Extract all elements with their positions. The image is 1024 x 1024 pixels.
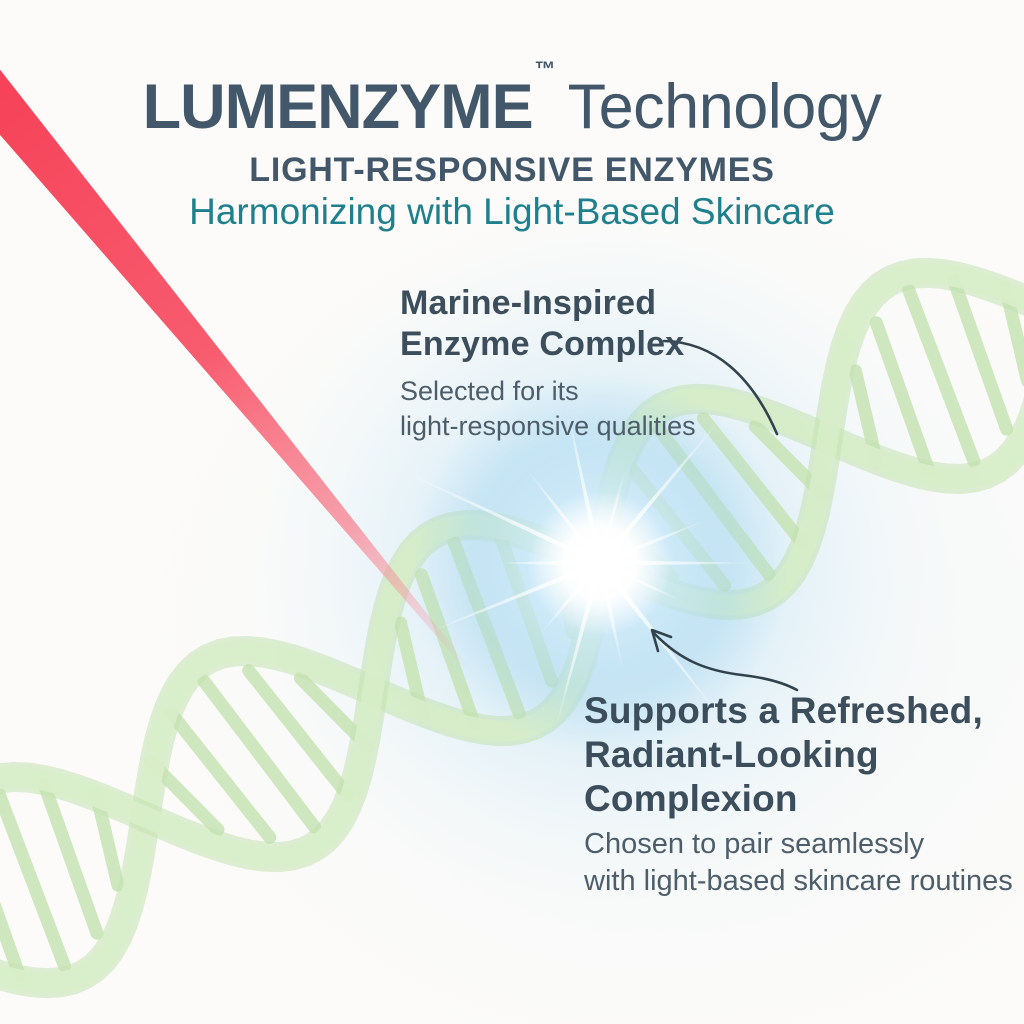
annotation-supports-title-line2: Radiant-Looking xyxy=(584,734,879,775)
dna-rung xyxy=(0,820,27,983)
annotation-supports-body: Chosen to pair seamlessly with light-bas… xyxy=(584,826,1013,900)
dna-rung xyxy=(869,316,936,479)
annotation-marine-body-line1: Selected for its xyxy=(400,376,579,406)
annotation-supports-title-line1: Supports a Refreshed, xyxy=(584,690,983,731)
annotation-supports-title-line3: Complexion xyxy=(584,778,798,819)
title-suffix: Technology xyxy=(567,72,882,142)
arrowhead-icon xyxy=(650,628,673,653)
annotation-marine-title-line1: Marine-Inspired xyxy=(400,284,657,322)
brand-name: LUMENZYME xyxy=(142,72,534,142)
annotation-marine: Marine-Inspired Enzyme Complex Selected … xyxy=(400,283,696,444)
dna-rung xyxy=(0,787,71,973)
annotation-marine-body-line2: light-responsive qualities xyxy=(400,411,696,441)
dna-rung xyxy=(242,664,354,802)
annotation-marine-title-line2: Enzyme Complex xyxy=(400,325,685,363)
light-burst-graphic xyxy=(404,373,790,753)
annotation-supports: Supports a Refreshed, Radiant-Looking Co… xyxy=(584,689,1013,900)
dna-rung xyxy=(197,674,322,834)
trademark-symbol: ™ xyxy=(534,58,556,81)
annotation-supports-title: Supports a Refreshed, Radiant-Looking Co… xyxy=(584,689,1013,821)
dna-rung xyxy=(37,777,104,940)
page-subtitle: LIGHT-RESPONSIVE ENZYMES xyxy=(249,151,775,189)
annotation-supports-body-line2: with light-based skincare routines xyxy=(584,865,1013,897)
dna-rung xyxy=(902,283,981,469)
dna-rung xyxy=(947,273,1014,436)
page-tagline: Harmonizing with Light-Based Skincare xyxy=(189,191,835,232)
curved-arrow-supports xyxy=(650,628,799,692)
dna-rung xyxy=(164,706,277,844)
connector-line-marine xyxy=(662,339,779,436)
annotation-marine-title: Marine-Inspired Enzyme Complex xyxy=(400,283,696,365)
annotation-marine-body: Selected for its light-responsive qualit… xyxy=(400,374,696,444)
annotation-supports-body-line1: Chosen to pair seamlessly xyxy=(584,828,925,860)
laser-beam-graphic xyxy=(0,69,473,678)
page-title: LUMENZYME™ Technology xyxy=(0,59,1024,139)
curved-arrow-shaft xyxy=(651,630,799,692)
burst-core xyxy=(528,491,672,635)
